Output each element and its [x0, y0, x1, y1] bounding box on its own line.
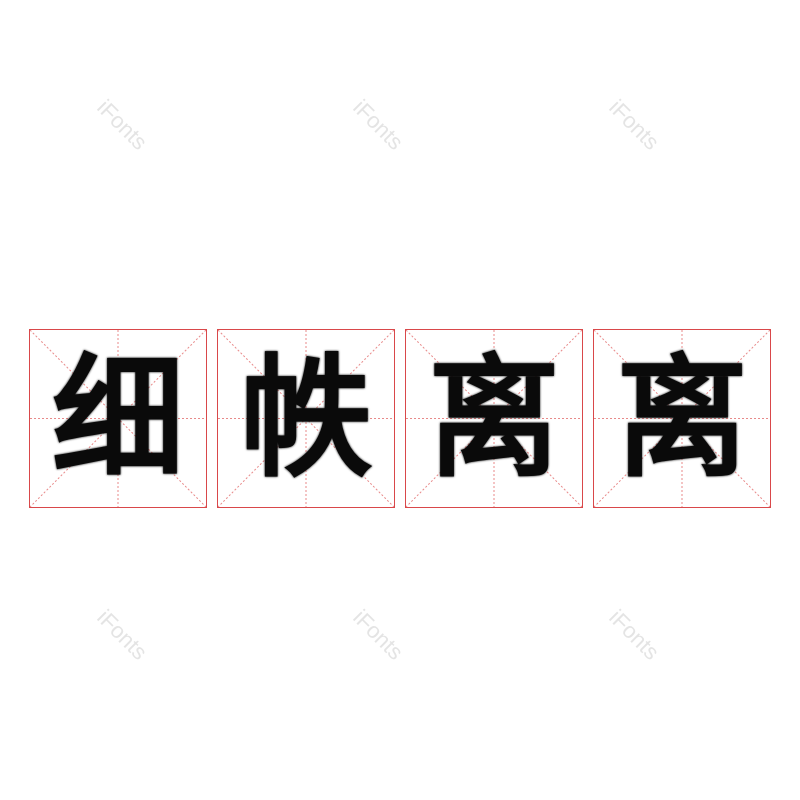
tianzige-guides	[30, 330, 206, 507]
watermark: iFonts	[92, 94, 153, 155]
watermark: iFonts	[348, 604, 409, 665]
character-glyph: 细	[52, 341, 184, 496]
character-glyph: 帙	[240, 341, 372, 496]
tianzige-guides	[406, 330, 582, 507]
character-glyph: 离	[616, 341, 748, 496]
tianzige-guides	[218, 330, 394, 507]
character-grid-cell-1: 细	[29, 329, 207, 508]
character-grid-cell-4: 离	[593, 329, 771, 508]
watermark: iFonts	[604, 94, 665, 155]
watermark: iFonts	[604, 604, 665, 665]
character-grid-cell-2: 帙	[217, 329, 395, 508]
tianzige-guides	[594, 330, 770, 507]
character-grid-cell-3: 离	[405, 329, 583, 508]
watermark: iFonts	[348, 94, 409, 155]
character-glyph: 离	[428, 341, 560, 496]
watermark: iFonts	[92, 604, 153, 665]
